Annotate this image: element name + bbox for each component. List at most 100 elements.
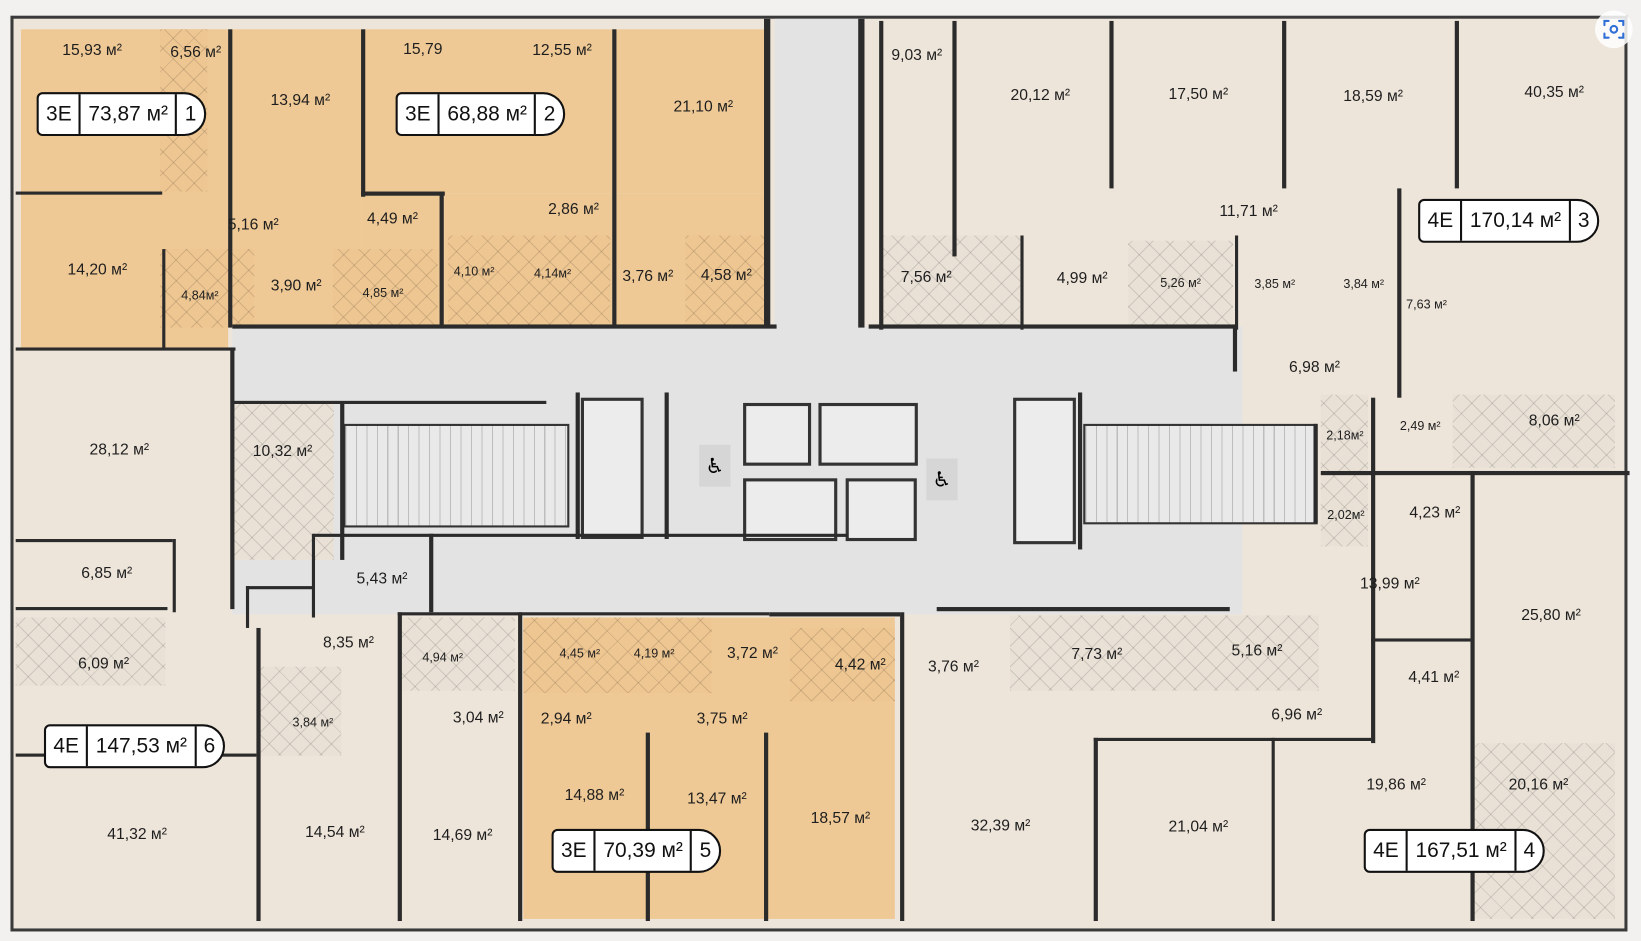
wet-zone xyxy=(447,235,611,327)
wall xyxy=(15,607,168,611)
room-area-label: 4,94 м² xyxy=(422,649,464,665)
wall xyxy=(1093,737,1372,741)
room-area-label: 12,55 м² xyxy=(532,41,592,60)
room-area-label: 4,14м² xyxy=(533,265,572,281)
room-area-label: 4,19 м² xyxy=(633,645,675,661)
wall xyxy=(1271,737,1275,922)
room-area-label: 18,57 м² xyxy=(810,809,871,828)
focus-button[interactable] xyxy=(1595,10,1633,49)
room-area-label: 28,12 м² xyxy=(89,441,150,459)
elevator xyxy=(818,402,918,466)
apartment-number: 5 xyxy=(690,831,718,871)
apartment-number: 3 xyxy=(1568,200,1596,241)
room-area-label: 3,85 м² xyxy=(1254,276,1296,291)
room-area-label: 32,39 м² xyxy=(970,816,1031,835)
wall xyxy=(397,612,519,616)
room-area-label: 7,56 м² xyxy=(900,268,952,287)
wall xyxy=(162,249,166,349)
room-area-label: 5,43 м² xyxy=(356,569,408,588)
wall xyxy=(340,402,345,560)
apartment-type: 3E xyxy=(560,838,587,862)
wall xyxy=(1109,20,1114,189)
room-area-label: 6,09 м² xyxy=(78,654,130,673)
wet-zone xyxy=(259,666,342,756)
elevator xyxy=(743,478,838,542)
wet-zone xyxy=(332,249,438,328)
room-area-label: 20,16 м² xyxy=(1508,776,1569,794)
wall xyxy=(230,347,235,610)
wall xyxy=(952,20,957,257)
wall xyxy=(1077,392,1083,550)
wall xyxy=(1020,235,1024,330)
room-area-label: 3,84 м² xyxy=(1343,276,1385,291)
wall xyxy=(1234,235,1239,330)
wall xyxy=(397,612,402,922)
room-area-label: 3,84 м² xyxy=(292,714,334,730)
wall xyxy=(764,18,771,328)
wall xyxy=(361,29,366,197)
staircase-right xyxy=(1083,423,1318,525)
wall xyxy=(1397,188,1402,398)
room-area-label: 4,42 м² xyxy=(834,655,886,674)
room-area-label: 3,72 м² xyxy=(727,644,778,662)
wall xyxy=(900,612,905,922)
wet-zone xyxy=(1452,394,1615,468)
wet-zone xyxy=(160,249,255,328)
wall xyxy=(879,20,884,330)
elevator xyxy=(743,402,812,466)
room-area-label: 21,04 м² xyxy=(1168,817,1229,836)
wall xyxy=(518,612,770,616)
wall xyxy=(858,18,865,328)
wall xyxy=(518,612,523,922)
wall xyxy=(313,533,430,537)
wet-zone xyxy=(1009,615,1319,691)
wall xyxy=(311,533,316,618)
room-area-label: 8,35 м² xyxy=(323,633,374,652)
apartment-type: 4E xyxy=(1427,208,1454,232)
room-area-label: 7,73 м² xyxy=(1071,645,1123,664)
apartment-area: 68,88 м² xyxy=(437,94,534,134)
wet-zone xyxy=(879,235,1021,328)
wall xyxy=(245,586,250,628)
apartment-number: 4 xyxy=(1514,831,1542,871)
wall xyxy=(439,191,444,328)
wall xyxy=(1371,638,1471,642)
apartment-area: 70,39 м² xyxy=(593,831,690,871)
wall xyxy=(429,533,434,613)
apartment-area: 167,51 м² xyxy=(1406,831,1514,871)
wall xyxy=(172,538,176,613)
wet-zone xyxy=(397,617,515,691)
room-area-label: 2,94 м² xyxy=(540,710,592,728)
wet-zone xyxy=(232,402,334,560)
room-area-label: 6,98 м² xyxy=(1289,358,1340,377)
room-area-label: 4,23 м² xyxy=(1409,503,1461,522)
room-area-label: 6,85 м² xyxy=(81,564,133,583)
room-area-label: 15,79 xyxy=(403,40,443,59)
room-area-label: 4,49 м² xyxy=(367,209,418,228)
wall xyxy=(228,29,233,328)
room-area-label: 2,02м² xyxy=(1327,507,1365,523)
room-area-label: 4,99 м² xyxy=(1056,269,1108,288)
room-area-label: 14,69 м² xyxy=(432,826,493,845)
focus-camera-icon xyxy=(1603,19,1625,39)
room-area-label: 2,86 м² xyxy=(548,200,600,219)
wall xyxy=(1470,470,1475,922)
apartment-type: 3E xyxy=(46,102,72,126)
room-area-label: 40,35 м² xyxy=(1524,83,1585,101)
room-area-label: 6,56 м² xyxy=(170,43,222,62)
wall xyxy=(429,533,848,537)
wall xyxy=(245,586,314,590)
room-area-label: 14,88 м² xyxy=(564,786,625,805)
wall xyxy=(612,29,617,328)
room-area-label: 2,49 м² xyxy=(1399,418,1441,434)
wheelchair-icon: ♿ xyxy=(699,444,731,487)
room-area-label: 19,86 м² xyxy=(1366,776,1427,794)
room-area-label: 10,32 м² xyxy=(252,442,313,460)
